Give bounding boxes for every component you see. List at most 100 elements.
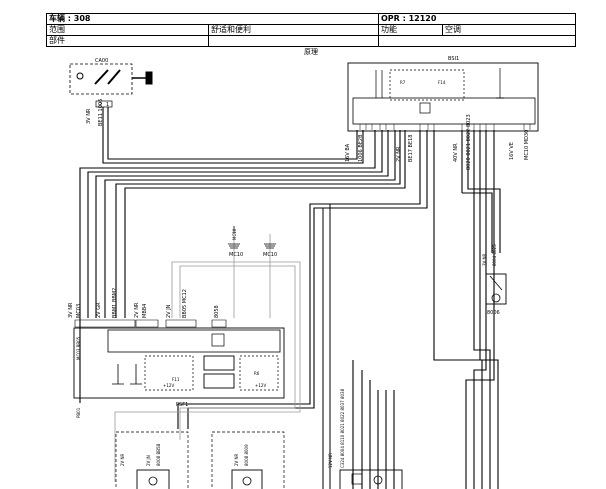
bottom-left-body [136, 469, 170, 489]
bottom-left-wire-b: 2V JN [146, 455, 151, 466]
bottom-mid-component: 2V NR 8008 8009 [211, 431, 285, 489]
thin-wires [114, 234, 301, 482]
bottom-mid-dash-box [211, 431, 285, 489]
psf1-relay-icon [203, 373, 235, 389]
bottom-mid-wire: 2V NR [234, 453, 239, 466]
bsi1-label: BSI1 [448, 56, 459, 62]
wire [107, 107, 358, 160]
scope-label: 范围 [49, 25, 65, 34]
plus12v-label: +12V [255, 383, 266, 388]
plus12v-label: +12V [163, 383, 174, 388]
ca00-key-icon [107, 69, 121, 85]
key-icon [145, 71, 153, 85]
psf1-label: PSF1 [176, 402, 188, 408]
bottom-left-codes: 8008 BB5B [156, 444, 161, 466]
psf1-relay-box [144, 355, 194, 391]
gear-icon [373, 475, 383, 485]
psf1-wire-a: 3V NR [68, 302, 74, 318]
bottom-left-wire: 2V NR [120, 453, 125, 466]
mc10-label: MC10 [263, 252, 277, 258]
bsi1-body [347, 62, 539, 132]
wire [79, 130, 376, 403]
wire [87, 130, 383, 318]
mc10-wire-label: MC10 [232, 228, 237, 240]
wire [465, 130, 495, 489]
r7-label: R7 [400, 80, 406, 85]
bsi1-relay-box [389, 69, 465, 101]
c8006-component: 8006 3V NR 8004 8025 [482, 244, 507, 316]
wire [479, 130, 483, 489]
wire [114, 261, 301, 482]
bsi1-pin-ticks [359, 124, 531, 130]
bsi1-wire-left: 16V BA [345, 143, 351, 162]
mc10-label: MC10 [229, 252, 243, 258]
psf1-codes-c: MBB4 [142, 304, 148, 318]
bsi1-wire-mid: 2V NR [396, 146, 402, 162]
function-value: 空调 [445, 25, 461, 34]
bsi1-component: BSI1 R7 F14 16V BA 1006 BE2B 2V NR BE17 … [345, 56, 539, 170]
psf1-body [73, 327, 285, 399]
c8006-wire: 3V NR [482, 253, 487, 266]
bsi1-inner-panel [352, 97, 536, 125]
bsi1-codes-far: MC10 MD30 [524, 130, 530, 160]
bsi1-codes-left: 1006 BE2B [358, 134, 364, 162]
header-row-vehicle: 车辆 : 308 OPR : 12120 [47, 14, 575, 25]
header-divider [208, 25, 209, 46]
mc10-ground-a: MC10 MC10 [228, 226, 243, 258]
ca00-wire-label: 3V NR [86, 108, 92, 124]
psf1-codes-b: BBM1 BBM2 [112, 288, 118, 318]
wire [124, 130, 406, 318]
psf1-side-codes: MC03 BB05 [76, 336, 81, 360]
bsi1-codes-mid: BE17 BE18 [408, 135, 414, 163]
gear-icon [148, 476, 158, 486]
opr-label: OPR : 12120 [381, 14, 437, 23]
ca00-key-icon [94, 69, 109, 85]
wire [95, 130, 389, 318]
bsi1-wire-far: 16V VE [509, 142, 515, 160]
r6-label: R6 [254, 371, 260, 376]
c8006-label: 8006 [487, 310, 500, 316]
function-label: 功能 [381, 25, 397, 34]
wire [461, 130, 493, 253]
part-label: 部件 [49, 36, 65, 45]
bottom-mid-codes: 8008 8009 [244, 444, 249, 466]
ground-icon [264, 243, 276, 249]
wire [433, 130, 499, 489]
ca00-pin: 1 [106, 102, 109, 108]
diagram-title: 原理 [304, 48, 318, 56]
wire [467, 130, 501, 253]
mc10-ground-b: MC10 [263, 243, 277, 258]
psf1-codes-a: MC03 [76, 304, 82, 318]
f11-label: F11 [172, 377, 180, 382]
bsi1-module-icon [419, 102, 431, 114]
wire [115, 130, 401, 318]
wire [102, 107, 364, 164]
gear-icon [242, 476, 252, 486]
header-row-part: 部件 [47, 36, 575, 47]
ca00-body [69, 63, 133, 95]
psf1-wire-c: 2V NR [134, 302, 140, 318]
ground-icon [112, 364, 142, 385]
ca00-label: CA00 [95, 58, 108, 64]
psf1-wire-b: 2V GR [96, 302, 102, 318]
bottom-mid-body [231, 469, 263, 489]
ca00-connector [95, 100, 113, 108]
wire [473, 130, 491, 489]
psf1-codes-d: BB05 MC12 [182, 289, 188, 318]
c8006-switch-icon [489, 275, 503, 291]
psf1-relay-icon [203, 355, 235, 371]
gear-icon [491, 293, 501, 303]
bsi1-codes-right: 8020 8021 8022 8023 [466, 114, 472, 170]
ca00-codes: BE11 1006 [98, 99, 104, 126]
header-divider [442, 25, 443, 36]
ground-icon [228, 243, 240, 249]
bottom-left-dash-box [115, 431, 189, 489]
bsi1-wire-right: 40V NR [453, 143, 459, 162]
header-row-scope: 范围 舒适和便利 功能 空调 [47, 25, 575, 36]
wire [179, 265, 296, 440]
ca00-component: CA00 2 1 3V NR BE11 1006 [69, 58, 153, 126]
header-table: 车辆 : 308 OPR : 12120 范围 舒适和便利 功能 空调 部件 [46, 13, 576, 47]
bottom-right-module-icon [351, 473, 363, 485]
wire-pb01-label: PB01 [76, 407, 81, 418]
